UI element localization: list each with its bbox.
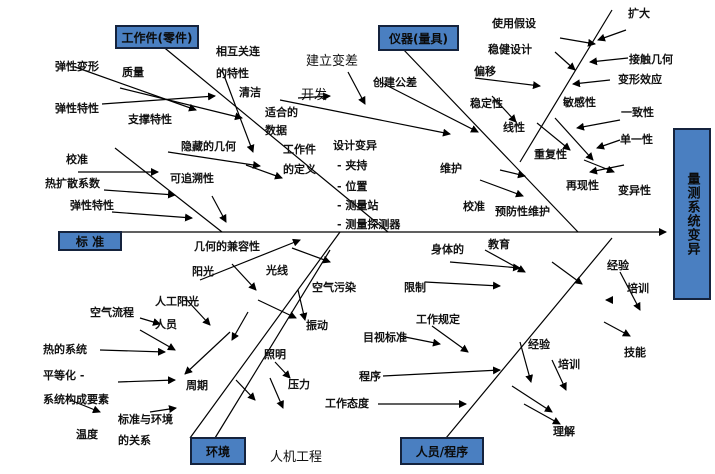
label-experience: 经验 xyxy=(607,259,629,272)
bone-instrument-right xyxy=(519,9,613,163)
label-heat-system: 热的系统 xyxy=(43,343,87,356)
label-sunlight: 阳光 xyxy=(192,265,214,278)
label-thermal-coef: 热扩散系数 xyxy=(45,177,100,190)
label-pressure: 压力 xyxy=(288,378,310,391)
label-training: 培训 xyxy=(627,282,649,295)
label-clean: 清洁 xyxy=(239,86,261,99)
label-geo-compat: 几何的兼容性 xyxy=(194,240,260,253)
bone-standard xyxy=(114,147,223,233)
label-std-env-2: 的关系 xyxy=(118,434,151,447)
label-suitable-1: 适合的 xyxy=(265,106,298,119)
label-cycle: 周期 xyxy=(186,379,208,392)
label-variability: 变异性 xyxy=(618,184,651,197)
label-preventive: 预防性维护 xyxy=(495,205,550,218)
label-design-3: - 测量站 xyxy=(337,199,379,212)
label-equalize-2: 系统构成要素 xyxy=(43,393,109,406)
bone-workpiece xyxy=(154,39,389,233)
label-work-def-2: 的定义 xyxy=(283,163,316,176)
label-deform-effect: 变形效应 xyxy=(618,73,662,86)
label-elastic-prop-2: 弹性特性 xyxy=(70,199,114,212)
label-work-rules: 工作规定 xyxy=(416,313,460,326)
label-reproducibility: 再现性 xyxy=(566,179,599,192)
effect-label: 量测系统变异 xyxy=(684,172,700,256)
effect-box: 量测系统变异 xyxy=(673,128,711,300)
label-sensitivity: 敏感性 xyxy=(563,96,596,109)
label-vibration: 振动 xyxy=(306,319,328,332)
category-environment: 环境 xyxy=(190,437,246,465)
label-elastic-deform: 弹性变形 xyxy=(55,60,99,73)
label-work-attitude: 工作态度 xyxy=(325,397,369,410)
label-linearity: 线性 xyxy=(503,121,525,134)
label-training-2: 培训 xyxy=(558,358,580,371)
label-air-flow: 空气流程 xyxy=(90,306,134,319)
label-calibration-2: 校准 xyxy=(463,200,485,213)
category-instrument: 仪器(量具) xyxy=(378,25,459,51)
label-use-assume: 使用假设 xyxy=(492,17,536,30)
label-skill: 技能 xyxy=(624,346,646,359)
label-equalize-1: 平等化 - xyxy=(43,369,85,382)
label-air-pollution: 空气污染 xyxy=(312,281,356,294)
label-hidden-geo: 隐藏的几何 xyxy=(181,140,236,153)
label-consistency: 一致性 xyxy=(621,106,654,119)
label-design-1: - 夹持 xyxy=(337,159,368,172)
label-contact-geo: 接触几何 xyxy=(629,53,673,66)
label-support-prop: 支撑特性 xyxy=(128,113,172,126)
label-body: 身体的 xyxy=(431,243,464,256)
label-procedure: 程序 xyxy=(359,370,381,383)
category-personnel: 人员/程序 xyxy=(400,437,484,465)
label-expand: 扩大 xyxy=(628,7,650,20)
label-limits: 限制 xyxy=(404,281,426,294)
label-light: 光线 xyxy=(266,264,288,277)
label-design-4: - 测量探测器 xyxy=(337,218,401,231)
label-design-2: - 位置 xyxy=(337,180,368,193)
label-std-env-1: 标准与环境 xyxy=(118,413,173,426)
label-work-def-1: 工作件 xyxy=(283,143,316,156)
label-elastic-prop-1: 弹性特性 xyxy=(55,102,99,115)
label-robust-design: 稳健设计 xyxy=(488,43,532,56)
bone-environment xyxy=(189,231,341,439)
category-workpiece: 工作件(零件) xyxy=(115,25,199,49)
label-mass: 质量 xyxy=(122,66,144,79)
label-understanding: 理解 xyxy=(553,425,575,438)
label-visual-std: 目视标准 xyxy=(363,331,407,344)
label-mutual-1: 相互关连 xyxy=(216,45,260,58)
bone-environment-2 xyxy=(214,249,331,439)
label-design-change: 设计变异 xyxy=(333,139,377,152)
label-traceability: 可追溯性 xyxy=(170,172,214,185)
label-staff: 人员 xyxy=(155,318,177,331)
label-lighting: 照明 xyxy=(264,348,286,361)
bone-instrument xyxy=(401,47,579,233)
label-develop: 开发 xyxy=(301,88,328,103)
label-ergonomics: 人机工程 xyxy=(270,450,323,465)
bone-personnel xyxy=(445,237,613,439)
category-standard: 标 准 xyxy=(58,231,122,251)
label-experience-2: 经验 xyxy=(528,338,550,351)
label-artificial-sun: 人工阳光 xyxy=(155,295,199,308)
label-create-tol: 创建公差 xyxy=(373,76,417,89)
label-build-change: 建立变差 xyxy=(306,54,359,69)
label-offset: 偏移 xyxy=(474,65,496,78)
label-mutual-2: 的特性 xyxy=(216,67,249,80)
label-stability: 稳定性 xyxy=(470,97,503,110)
label-repeatability: 重复性 xyxy=(534,148,567,161)
label-temperature: 温度 xyxy=(76,428,98,441)
label-uniformity: 单一性 xyxy=(620,133,653,146)
label-suitable-2: 数据 xyxy=(265,124,287,137)
label-calibration: 校准 xyxy=(66,153,88,166)
label-education: 教育 xyxy=(488,238,510,251)
label-maintenance: 维护 xyxy=(440,162,462,175)
